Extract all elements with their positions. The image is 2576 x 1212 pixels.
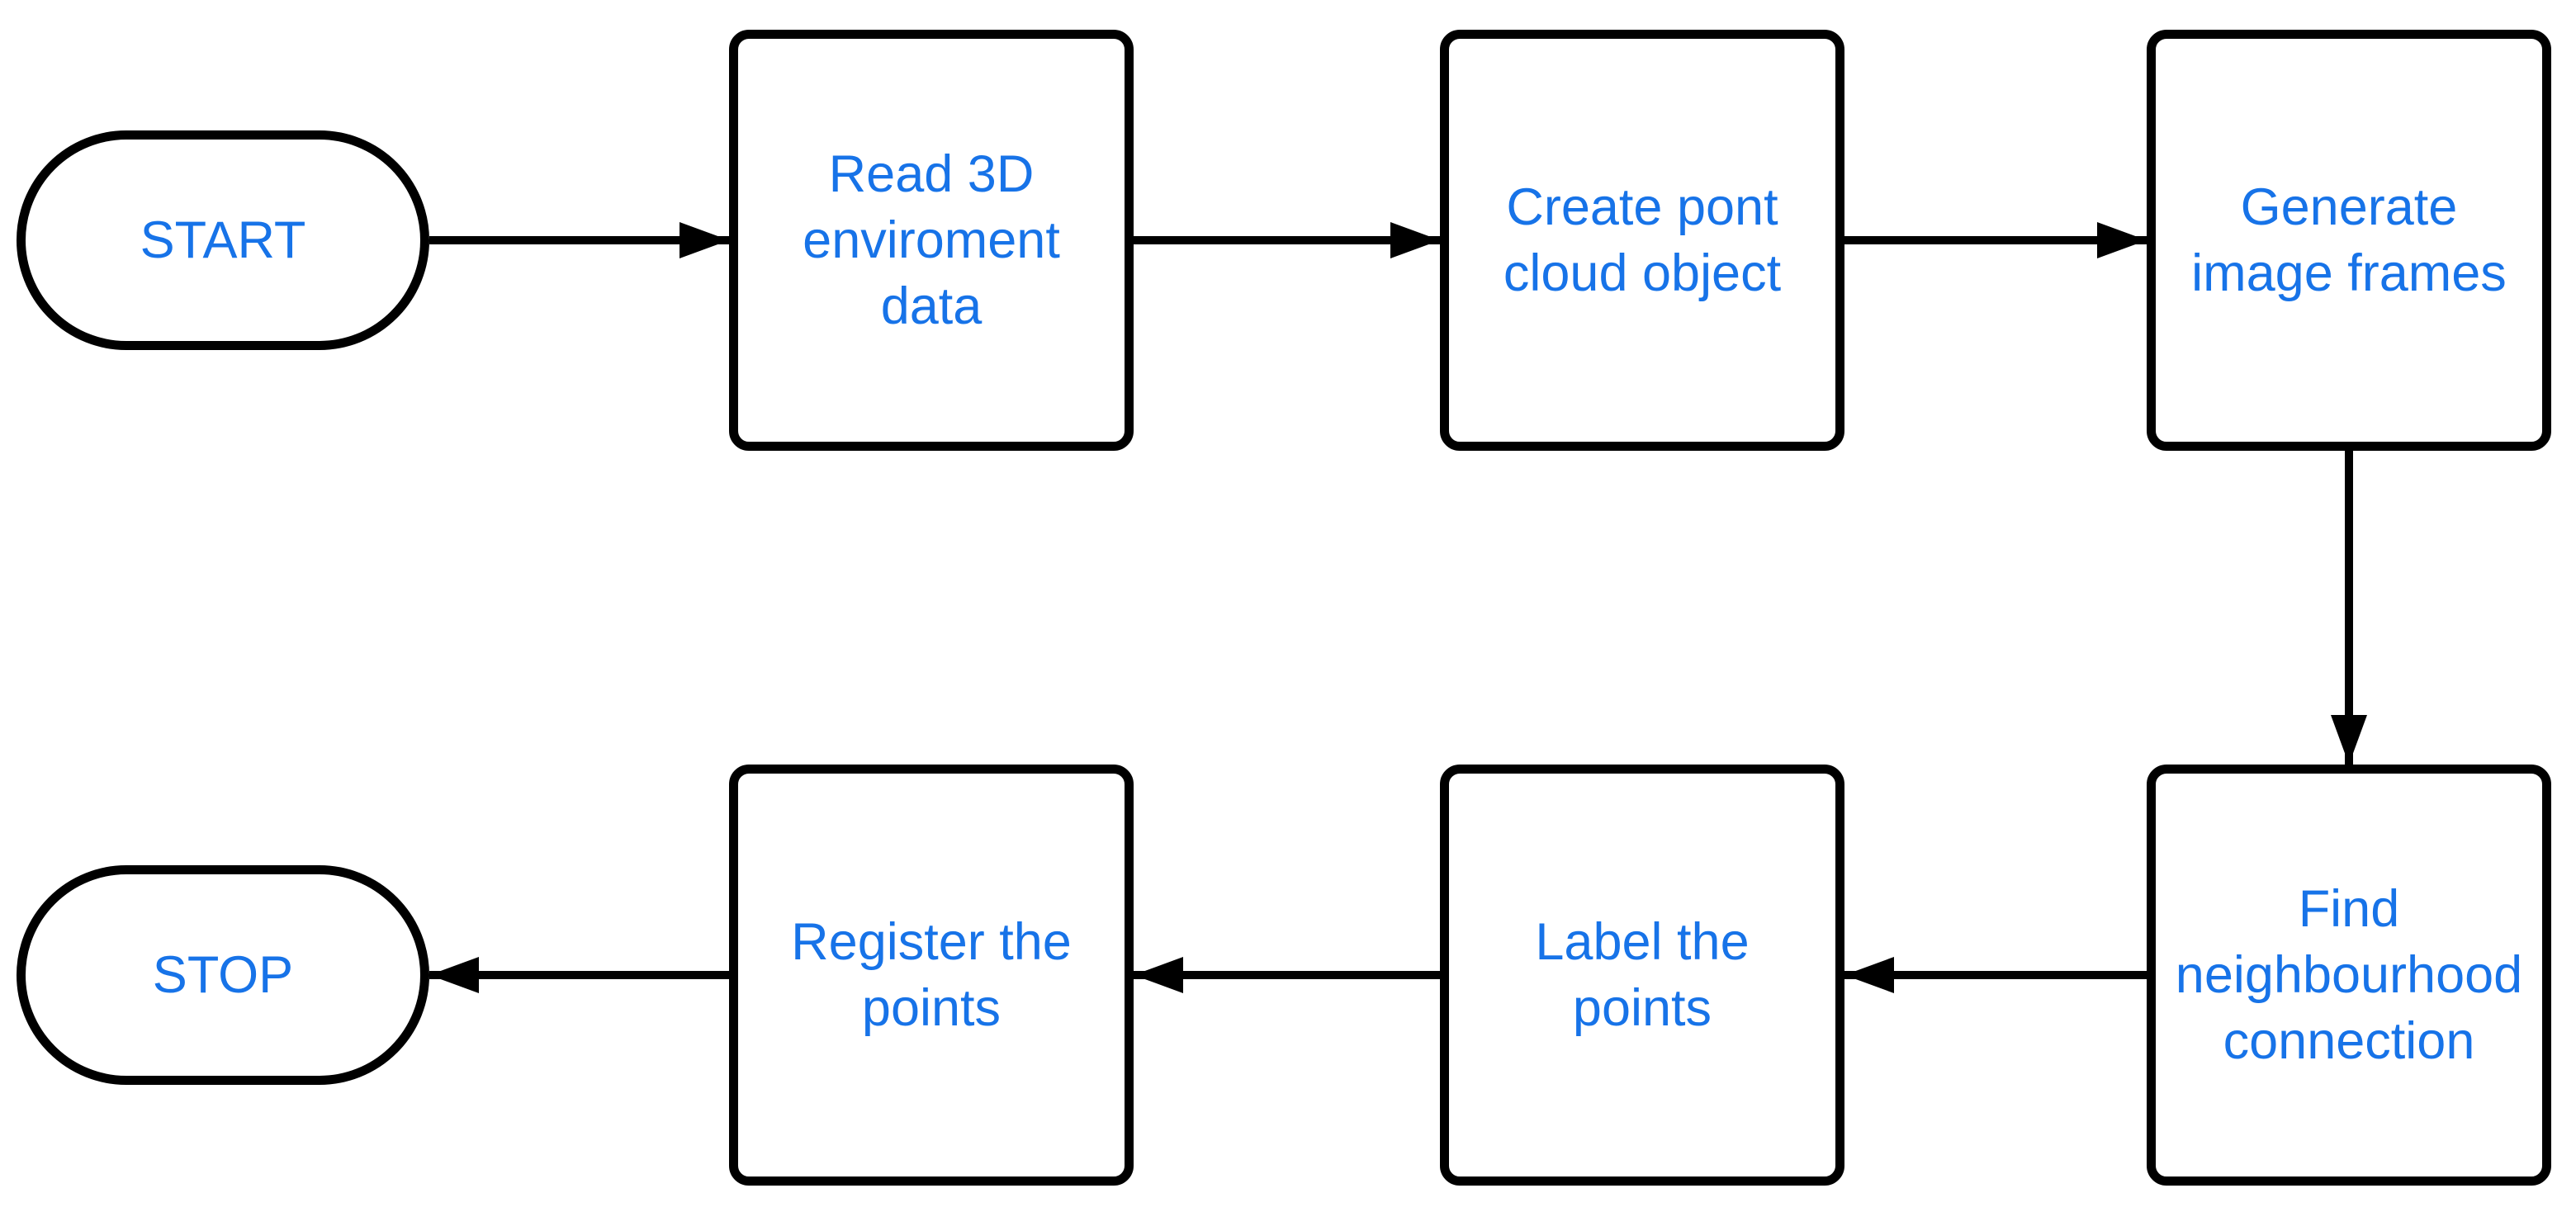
node-label-the-points: Label the points — [1440, 765, 1844, 1186]
node-generate-image-frames: Generate image frames — [2147, 30, 2551, 451]
node-register-label: Register the points — [791, 913, 1072, 1037]
node-read-label: Read 3D enviroment data — [803, 145, 1060, 335]
node-read-3d-environment-data: Read 3D enviroment data — [729, 30, 1134, 451]
node-stop-label: STOP — [152, 946, 294, 1004]
node-start-terminator: START — [17, 130, 429, 350]
node-create-label: Create pont cloud object — [1503, 178, 1782, 302]
node-create-point-cloud-object: Create pont cloud object — [1440, 30, 1844, 451]
node-label-label: Label the points — [1535, 913, 1750, 1037]
node-find-neighbourhood-connection: Find neighbourhood connection — [2147, 765, 2551, 1186]
node-find-label: Find neighbourhood connection — [2175, 880, 2523, 1070]
node-generate-label: Generate image frames — [2191, 178, 2507, 302]
node-start-label: START — [140, 211, 306, 269]
node-stop-terminator: STOP — [17, 865, 429, 1085]
node-register-the-points: Register the points — [729, 765, 1134, 1186]
